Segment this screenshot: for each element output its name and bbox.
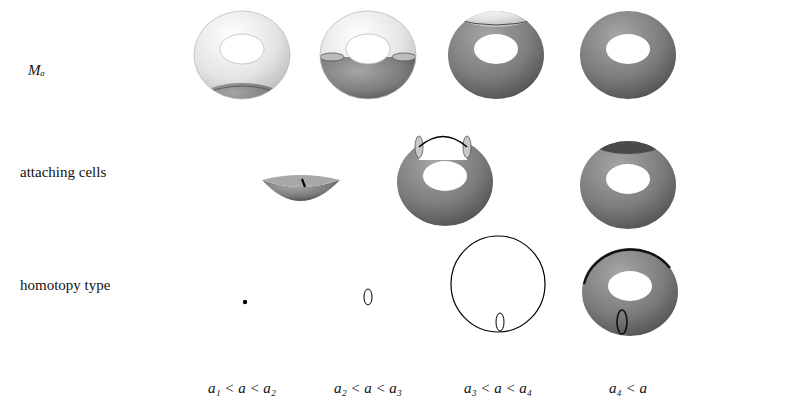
torus-with-two-cell (578, 136, 678, 231)
interval-label: a₄ < a (609, 379, 647, 397)
circle-loop (364, 289, 372, 305)
torus-with-one-cell (395, 134, 495, 228)
row-label: Mₐ (28, 61, 45, 79)
row-label: attaching cells (20, 163, 106, 181)
interval-label: a₃ < a < a₄ (464, 379, 532, 397)
torus-sublevel (578, 9, 678, 101)
interval-label: a₁ < a < a₂ (208, 379, 276, 397)
point (243, 300, 247, 304)
zero-cell-bowl (262, 175, 340, 201)
torus-homotopy (580, 246, 680, 338)
interval-label: a₂ < a < a₃ (334, 379, 402, 397)
wedge-of-circles (451, 236, 545, 332)
torus-sublevel (318, 9, 418, 103)
torus-sublevel (446, 0, 546, 101)
torus-sublevel (192, 9, 292, 115)
row-label: homotopy type (20, 276, 110, 294)
